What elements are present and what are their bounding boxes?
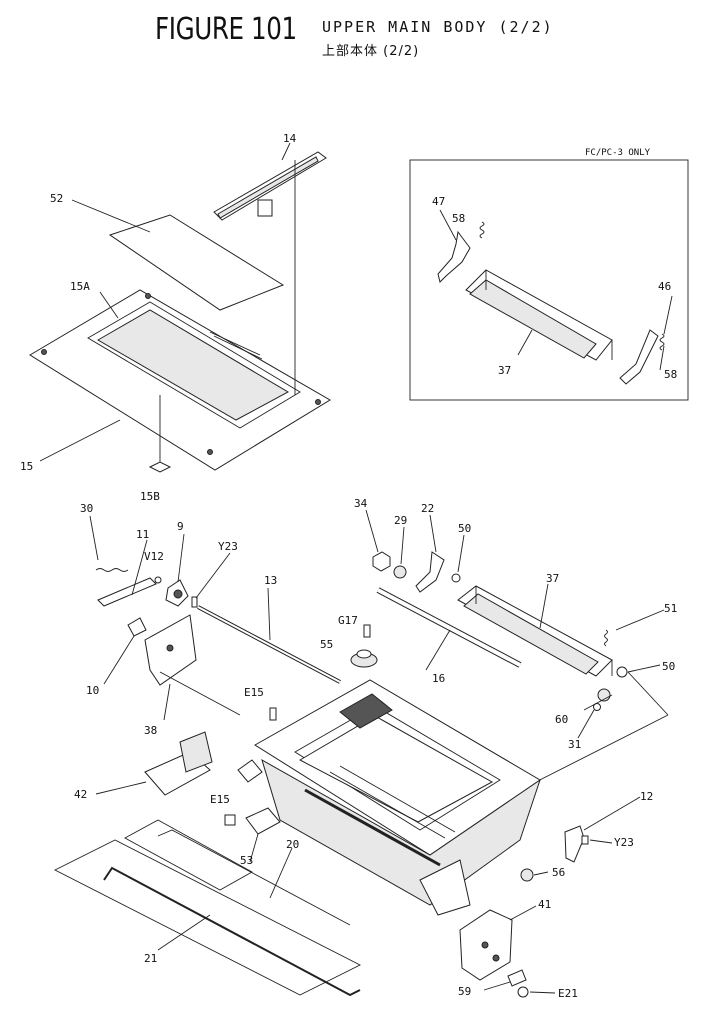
part-v12-pin	[154, 576, 162, 584]
part-50-bushing-b	[616, 666, 628, 678]
guide-line	[627, 671, 669, 716]
part-47-lever	[437, 230, 471, 283]
part-56-gear	[520, 868, 534, 882]
inset-box	[409, 159, 689, 401]
callout-42: 42	[74, 788, 87, 801]
part-e21-washer	[517, 986, 529, 998]
callout-30: 30	[80, 502, 93, 515]
callout-46: 46	[658, 280, 671, 293]
callout-41: 41	[538, 898, 551, 911]
part-37-bracket	[457, 585, 613, 677]
part-42-bracket	[144, 731, 213, 796]
callout-20: 20	[286, 838, 299, 851]
callout-15b: 15B	[140, 490, 160, 503]
callout-v12: V12	[144, 550, 164, 563]
part-14-guide-rail	[213, 151, 327, 221]
callout-50-a: 50	[458, 522, 471, 535]
callout-50-b: 50	[662, 660, 675, 673]
leader-lines	[39, 142, 673, 994]
part-11-arm	[97, 577, 157, 607]
part-e15-screw-b	[224, 814, 236, 826]
callout-31: 31	[568, 738, 581, 751]
callout-10: 10	[86, 684, 99, 697]
callout-58-b: 58	[664, 368, 677, 381]
part-59-lever	[507, 969, 527, 987]
part-20-wire	[157, 829, 351, 926]
figure-title: FIGURE 101	[155, 12, 297, 47]
callout-60: 60	[555, 713, 568, 726]
part-g17-screw	[363, 624, 371, 638]
part-15a-cover	[29, 289, 331, 471]
callout-37-a: 37	[498, 364, 511, 377]
callout-e15-b: E15	[210, 793, 230, 806]
part-16-roller	[376, 587, 522, 668]
part-e15-screw-a	[269, 707, 277, 721]
part-13-shaft	[197, 605, 341, 684]
callout-15: 15	[20, 460, 33, 473]
callout-22: 22	[421, 502, 434, 515]
guide-line	[159, 671, 241, 716]
part-21-wire	[103, 866, 361, 997]
part-58-spring-b	[659, 333, 665, 351]
callout-11: 11	[136, 528, 149, 541]
callout-y23-a: Y23	[218, 540, 238, 553]
callout-g17: G17	[338, 614, 358, 627]
part-12-lever	[564, 825, 585, 863]
callout-labels: 14 52 15A 15 15B 47 58 46 37 58 30 11 9 …	[20, 132, 677, 1000]
callout-58-a: 58	[452, 212, 465, 225]
part-46-lever	[619, 329, 659, 385]
callout-38: 38	[144, 724, 157, 737]
part-50-bushing-a	[451, 573, 461, 583]
callout-56: 56	[552, 866, 565, 879]
callout-21: 21	[144, 952, 157, 965]
callout-53: 53	[240, 854, 253, 867]
callout-14: 14	[283, 132, 297, 145]
part-53-bracket	[245, 807, 281, 835]
callout-59: 59	[458, 985, 471, 998]
callout-15a: 15A	[70, 280, 90, 293]
callout-e15-a: E15	[244, 686, 264, 699]
callout-e21: E21	[558, 987, 578, 1000]
callout-9: 9	[177, 520, 184, 533]
callout-16: 16	[432, 672, 445, 685]
callout-12: 12	[640, 790, 653, 803]
figure-subtitle: UPPER MAIN BODY (2/2)	[322, 18, 554, 36]
callout-47: 47	[432, 195, 445, 208]
inset-note: FC/PC-3 ONLY	[585, 148, 651, 158]
guide-line	[519, 714, 669, 791]
callout-34: 34	[354, 497, 368, 510]
part-22-lever	[415, 551, 445, 593]
outline-region	[124, 819, 253, 891]
part-30-spring	[95, 568, 129, 572]
part-y23-pin-b	[581, 835, 589, 845]
callout-52: 52	[50, 192, 63, 205]
part-51-spring	[604, 629, 608, 647]
part-y23-pin-a	[191, 596, 198, 608]
part-15b-pad	[148, 461, 172, 473]
callout-13: 13	[264, 574, 277, 587]
callout-37-b: 37	[546, 572, 559, 585]
main-body-frame	[237, 679, 541, 916]
part-41-side-frame	[459, 909, 513, 981]
callout-29: 29	[394, 514, 407, 527]
part-37-inset-bracket	[465, 269, 613, 361]
part-52-sheet	[108, 214, 285, 311]
callout-51: 51	[664, 602, 677, 615]
part-9-gear-bracket	[165, 579, 189, 607]
outline-region	[54, 839, 361, 996]
callout-55: 55	[320, 638, 333, 651]
part-38-side-frame	[144, 614, 197, 686]
callout-y23-b: Y23	[614, 836, 634, 849]
part-29-gear	[393, 565, 407, 579]
part-34-nut	[372, 551, 391, 572]
figure-subtitle-japanese: 上部本体 (2/2)	[322, 44, 420, 59]
part-55-knob	[350, 649, 378, 668]
part-10-clip	[127, 617, 147, 637]
part-58-spring-a	[479, 221, 485, 239]
